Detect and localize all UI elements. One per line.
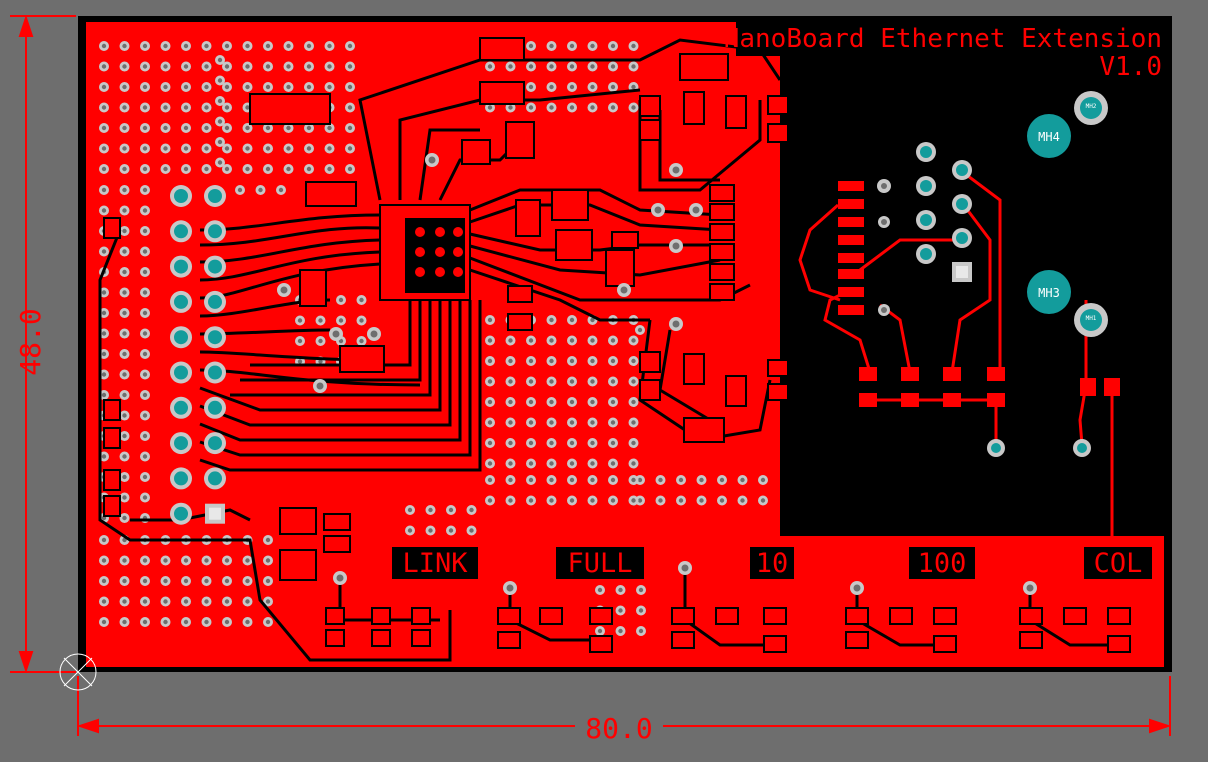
smd-pad <box>859 393 877 407</box>
label-link: LINK <box>402 548 468 579</box>
smd-pads <box>103 37 1131 653</box>
mh4-label: MH4 <box>1038 130 1060 144</box>
smd-pad <box>987 393 1005 407</box>
magnetics-pad <box>838 181 864 191</box>
board-version: V1.0 <box>1099 52 1162 82</box>
magnetics-pad <box>838 269 864 279</box>
magnetics-pad <box>838 235 864 245</box>
smd-pad <box>859 367 877 381</box>
header-connector[interactable] <box>170 185 226 525</box>
smd-pad <box>901 367 919 381</box>
dimension-width-label: 80.0 <box>585 712 652 745</box>
mh3-label: MH3 <box>1038 286 1060 300</box>
magnetics-pad <box>838 217 864 227</box>
led-labels: LINK FULL 10 100 COL <box>392 547 1152 579</box>
label-col: COL <box>1094 548 1143 579</box>
smd-pad <box>943 393 961 407</box>
ethernet-phy-ic[interactable] <box>379 204 471 301</box>
label-100: 100 <box>918 548 967 579</box>
smd-pad <box>1080 378 1096 396</box>
mounting-hole-mh4 <box>1027 114 1071 158</box>
magnetics-pad <box>838 287 864 297</box>
magnetics-pad <box>838 199 864 209</box>
dimension-height-label: 48.0 <box>14 308 47 375</box>
magnetics-pad <box>838 253 864 263</box>
rj45-footprint[interactable] <box>838 142 1120 457</box>
label-10: 10 <box>756 548 789 579</box>
magnetics-pad <box>838 305 864 315</box>
origin-marker <box>59 653 97 691</box>
mounting-hole-mh3 <box>1027 270 1071 314</box>
mh1-label: MH1 <box>1086 315 1097 322</box>
mounting-holes: MH4 MH3 MH2 MH1 <box>1027 91 1108 337</box>
label-full: FULL <box>567 548 632 579</box>
mh2-label: MH2 <box>1086 103 1097 110</box>
smd-pad <box>943 367 961 381</box>
smd-pad <box>987 367 1005 381</box>
smd-pad <box>901 393 919 407</box>
trace-layer <box>98 38 1110 662</box>
smd-pad <box>1104 378 1120 396</box>
board-title: NanoBoard Ethernet Extension <box>724 24 1162 54</box>
